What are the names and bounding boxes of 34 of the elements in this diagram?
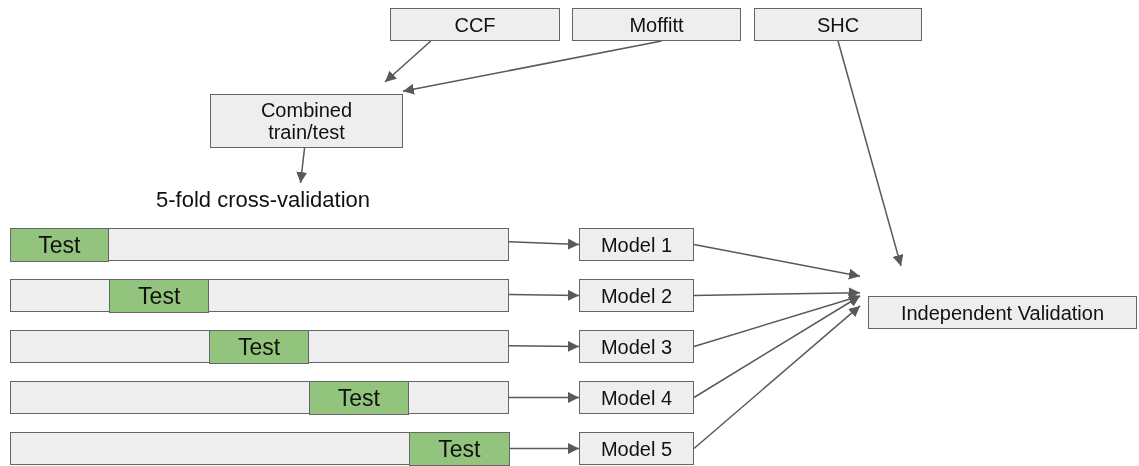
source-box: Moffitt <box>572 8 741 41</box>
validation-box: Independent Validation <box>868 296 1137 329</box>
model-box: Model 5 <box>579 432 694 465</box>
arrow <box>508 392 580 403</box>
arrow <box>837 40 904 267</box>
arrow <box>508 238 580 250</box>
source-box: SHC <box>754 8 922 41</box>
arrow <box>693 305 861 450</box>
test-fold-segment: Test <box>109 278 210 313</box>
section-heading: 5-fold cross-validation <box>138 183 388 217</box>
test-fold-segment: Test <box>9 227 110 262</box>
test-fold-segment: Test <box>408 431 510 466</box>
data-bar <box>10 330 509 363</box>
test-fold-segment: Test <box>308 380 409 415</box>
arrow <box>402 40 663 95</box>
arrow <box>693 243 861 280</box>
arrow <box>384 40 432 83</box>
test-fold-segment: Test <box>209 329 309 364</box>
model-box: Model 2 <box>579 279 694 312</box>
arrow <box>508 443 580 454</box>
source-box: CCF <box>390 8 560 41</box>
data-bar <box>10 279 509 312</box>
arrow <box>693 287 861 299</box>
arrow <box>508 289 580 301</box>
model-box: Model 4 <box>579 381 694 414</box>
model-box: Model 1 <box>579 228 694 261</box>
dataset-box: Combined train/test <box>210 94 403 148</box>
data-bar <box>10 432 509 465</box>
arrow <box>508 340 580 352</box>
data-bar <box>10 228 509 261</box>
model-box: Model 3 <box>579 330 694 363</box>
data-bar <box>10 381 509 414</box>
arrow <box>693 295 861 399</box>
arrow <box>296 147 308 184</box>
